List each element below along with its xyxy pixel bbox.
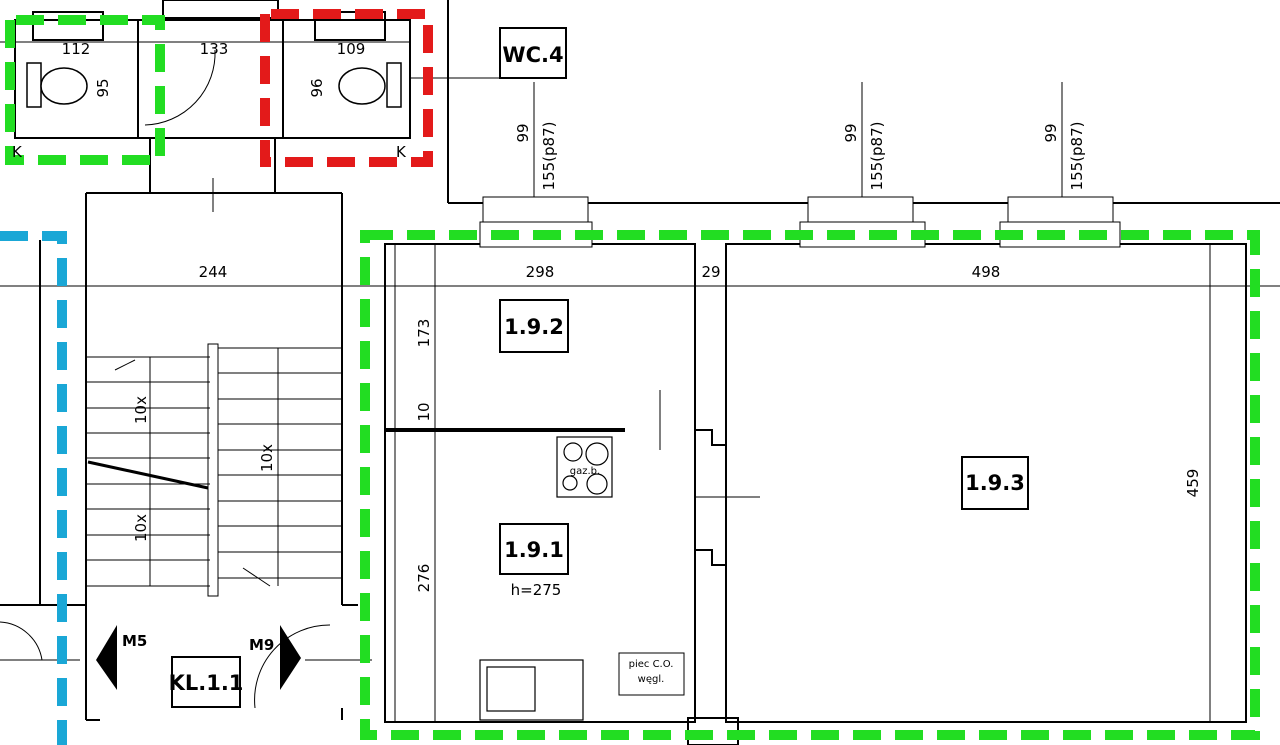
dim-wc-left-width: 112 [62, 40, 91, 58]
stair-steps-label: 10x [258, 444, 276, 472]
sink-icon [479, 659, 584, 721]
room-label-1-9-1: 1.9.1 [504, 538, 564, 562]
room-label-1-9-3: 1.9.3 [965, 471, 1025, 495]
room-height-1-9-1: h=275 [511, 581, 562, 599]
dim-room-1-9-3-width: 498 [972, 263, 1001, 281]
room-label-wc4: WC.4 [502, 43, 563, 67]
blue-dashed-outline [0, 231, 67, 745]
stove-label: gaz.b. [570, 466, 600, 477]
room-label-1-9-2: 1.9.2 [504, 315, 564, 339]
heater-box [618, 652, 685, 696]
wc-corner-label: K [12, 143, 23, 161]
dimension-lines [0, 41, 1280, 722]
toilet-icon [26, 62, 88, 108]
dim-wall-thickness: 29 [701, 263, 720, 281]
red-dashed-outline [260, 9, 433, 167]
dim-wc-right-width: 109 [337, 40, 366, 58]
window-height: 155(p87) [540, 122, 558, 191]
stove-icon [556, 436, 613, 498]
window-sill-height: 99 [1042, 123, 1060, 142]
dim-wc-mid-width: 133 [200, 40, 229, 58]
green-dashed-outlines [5, 15, 1260, 740]
dim-room-1-9-3-depth: 459 [1184, 469, 1202, 498]
door-arrow-icon [96, 625, 301, 690]
heater-label-line1: piec C.O. [629, 659, 674, 670]
heater-label-line2: węgl. [638, 674, 665, 685]
window-sill-height: 99 [514, 123, 532, 142]
stair-steps-label: 10x [132, 514, 150, 542]
room-label-kl-1-1: KL.1.1 [169, 671, 244, 695]
door-swings [0, 49, 372, 709]
door-label-m5: M5 [122, 632, 147, 650]
window-height: 155(p87) [868, 122, 886, 191]
dim-room-1-9-2-width: 298 [526, 263, 555, 281]
window-sill-height: 99 [842, 123, 860, 142]
label-frames [171, 27, 1029, 708]
stair-steps-label: 10x [132, 396, 150, 424]
dim-room-1-9-2-depth: 173 [415, 319, 433, 348]
toilet-icon [338, 62, 402, 108]
window-height: 155(p87) [1068, 122, 1086, 191]
dim-partition: 10 [415, 402, 433, 421]
dim-stair-width: 244 [199, 263, 228, 281]
door-label-m9: M9 [249, 636, 274, 654]
dim-wc-left-height: 95 [94, 78, 112, 97]
dim-room-1-9-1-depth: 276 [415, 564, 433, 593]
staircase [86, 343, 342, 597]
wc-corner-label: K [396, 143, 407, 161]
dim-wc-right-height: 96 [308, 78, 326, 97]
